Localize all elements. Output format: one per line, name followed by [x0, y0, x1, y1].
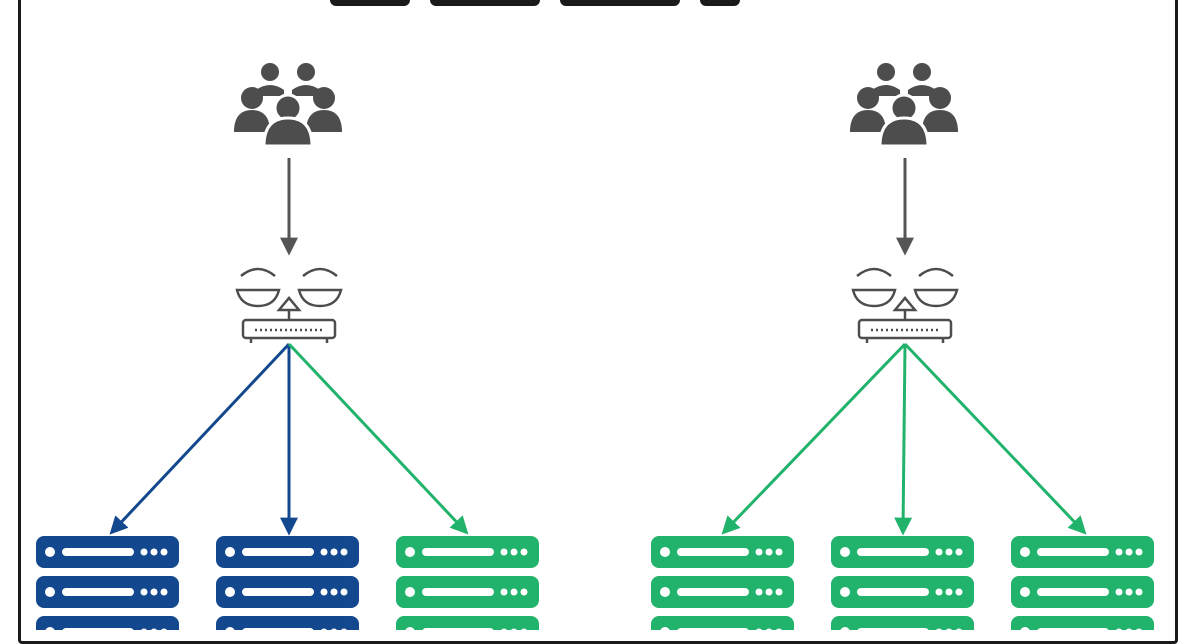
server-rack-icon: [396, 536, 539, 568]
server-rack-icon: [831, 576, 974, 608]
server-rack-icon: [216, 576, 359, 608]
left-load-balancer-icon: [235, 267, 343, 345]
server-rack-icon: [651, 576, 794, 608]
cropped-title: [0, 0, 1200, 8]
right-arrow-green-2: [894, 343, 913, 536]
server-rack-icon: [831, 616, 974, 630]
right-load-balancer-icon: [851, 267, 959, 345]
server-rack-icon: [36, 576, 179, 608]
right-arrow-green-3: [903, 342, 1087, 535]
right-server-stack-3: [1011, 536, 1154, 630]
server-rack-icon: [651, 536, 794, 568]
left-server-stack-1: [36, 536, 179, 630]
server-rack-icon: [216, 616, 359, 630]
server-rack-icon: [831, 536, 974, 568]
left-users-icon: [232, 61, 344, 148]
server-rack-icon: [36, 536, 179, 568]
server-rack-icon: [396, 616, 539, 630]
server-rack-icon: [216, 536, 359, 568]
left-arrow-green-3: [287, 342, 469, 535]
server-stacks: [36, 536, 1154, 630]
server-rack-icon: [36, 616, 179, 630]
server-rack-icon: [651, 616, 794, 630]
right-arrow-green-1: [721, 342, 907, 535]
right-server-stack-1: [651, 536, 794, 630]
load-balancing-diagram: [36, 61, 1154, 630]
server-rack-icon: [396, 576, 539, 608]
server-rack-icon: [1011, 576, 1154, 608]
right-server-stack-2: [831, 536, 974, 630]
left-arrow-blue-1: [109, 342, 291, 535]
server-rack-icon: [1011, 616, 1154, 630]
right-users-icon: [848, 61, 960, 148]
server-rack-icon: [1011, 536, 1154, 568]
left-server-stack-3: [396, 536, 539, 630]
left-server-stack-2: [216, 536, 359, 630]
